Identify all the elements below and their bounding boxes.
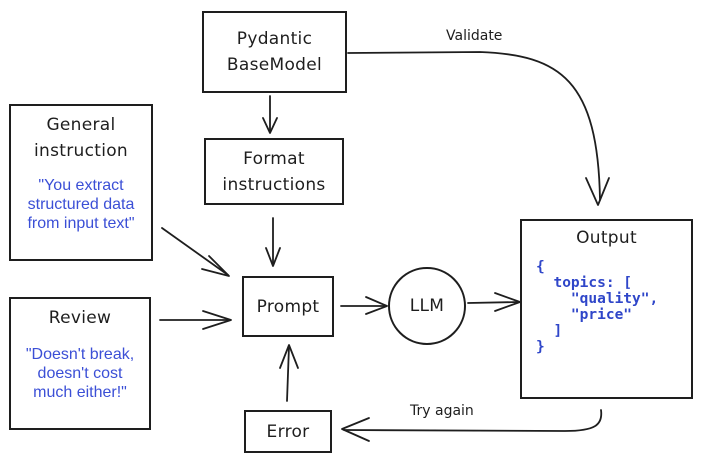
pydantic-title-line1: Pydantic [236,29,313,49]
error-node: Error [244,410,332,453]
try-again-label: Try again [410,403,474,419]
review-quote-line1: "Doesn't break, [25,346,135,363]
code-line: "price" [536,307,633,323]
pydantic-basemodel-node: Pydantic BaseModel [202,11,347,93]
output-title: Output [576,228,637,248]
review-title: Review [48,308,112,328]
code-line: "quality", [536,291,659,307]
code-line: { [536,259,545,275]
format-instructions-node: Format instructions [204,138,344,205]
prompt-title: Prompt [256,296,320,317]
validate-label: Validate [446,28,503,44]
arrow-review-to-prompt [159,310,232,330]
code-line: ] [536,323,563,339]
code-line: } [536,339,545,355]
arrow-prompt-to-llm [340,296,388,315]
general-instruction-node: General instruction "You extract structu… [9,104,153,261]
arrow-llm-to-output [467,292,521,312]
arrow-try-again [341,409,603,442]
arrow-error-to-prompt [279,344,299,402]
error-title: Error [266,421,310,442]
pydantic-title-line2: BaseModel [226,55,323,75]
output-node: Output { topics: [ "quality", "price" ] … [520,219,693,399]
arrow-general-to-prompt [161,227,230,277]
arrow-format-to-prompt [265,217,281,267]
general-quote-line2: structured data [27,196,135,213]
review-node: Review "Doesn't break, doesn't cost much… [9,297,151,430]
llm-node: LLM [389,268,465,344]
general-quote-line3: from input text" [27,215,135,232]
review-quote-line3: much either!" [33,384,127,401]
general-title-line1: General [46,115,116,135]
general-quote-line1: "You extract [38,177,124,194]
arrow-pydantic-to-format [262,95,278,134]
format-title-line2: instructions [222,174,326,195]
output-code-block: { topics: [ "quality", "price" ] } [522,259,658,355]
review-quote-line2: doesn't cost [37,365,123,382]
format-title-line1: Format [243,148,305,169]
general-title-line2: instruction [34,141,128,161]
code-line: topics: [ [536,275,633,291]
llm-title: LLM [409,296,445,316]
arrow-validate [347,51,610,206]
prompt-node: Prompt [242,276,334,337]
llm-circle [388,267,466,345]
